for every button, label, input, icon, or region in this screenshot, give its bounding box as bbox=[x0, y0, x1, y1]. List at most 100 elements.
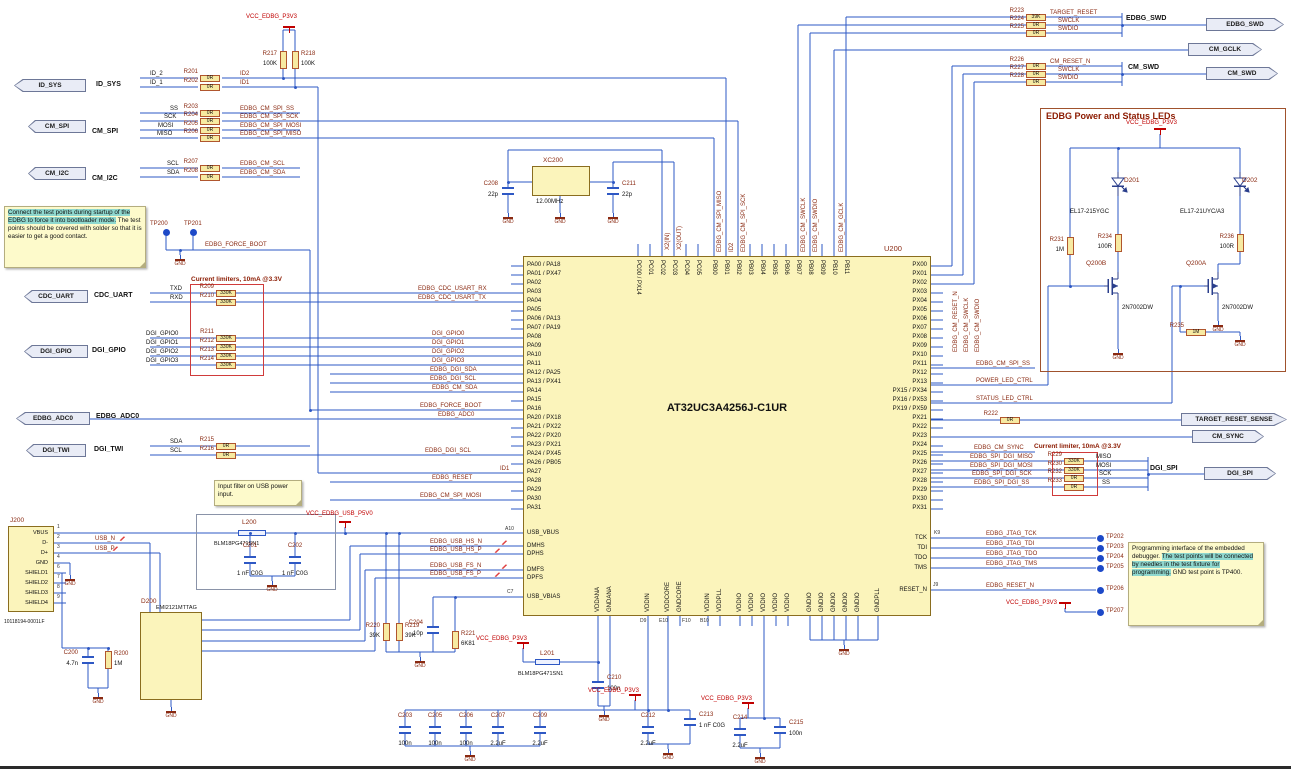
fet-Q200A[interactable] bbox=[1204, 272, 1222, 300]
resistor-R224[interactable] bbox=[1026, 22, 1046, 29]
resistor-R222[interactable] bbox=[1000, 417, 1020, 424]
resistor-R208[interactable] bbox=[200, 174, 220, 181]
note-2[interactable]: Input filter on USB power input. bbox=[214, 480, 302, 506]
capacitor-C201[interactable] bbox=[244, 556, 256, 564]
capacitor-C205[interactable] bbox=[429, 726, 441, 734]
testpoint-TP202[interactable] bbox=[1096, 534, 1104, 542]
resistor-R209[interactable] bbox=[216, 290, 236, 297]
capacitor-C203[interactable] bbox=[399, 726, 411, 734]
resistor-R232[interactable] bbox=[1064, 475, 1084, 482]
net-label: EDBG_CM_SPI_MOSI bbox=[240, 123, 302, 129]
connector-pin-name: SHIELD3 bbox=[25, 590, 48, 596]
note-3[interactable]: Programming interface of the embedded de… bbox=[1128, 542, 1264, 626]
capacitor-C202[interactable] bbox=[289, 556, 301, 564]
led-D202[interactable] bbox=[1232, 172, 1248, 196]
port-edbg_swd[interactable]: EDBG_SWD bbox=[1206, 18, 1284, 31]
resistor-R236[interactable] bbox=[1236, 234, 1244, 252]
resistor-R220[interactable] bbox=[382, 623, 390, 641]
ic-pin-name: PX04 bbox=[912, 298, 927, 304]
pin-number: C7 bbox=[507, 589, 514, 595]
testpoint-TP203[interactable] bbox=[1096, 544, 1104, 552]
testpoint-TP201[interactable] bbox=[189, 228, 197, 236]
port-target_reset_sense[interactable]: TARGET_RESET_SENSE bbox=[1181, 413, 1287, 426]
testpoint-TP207[interactable] bbox=[1096, 608, 1104, 616]
capacitor-C204[interactable] bbox=[427, 626, 439, 634]
port-cm_sync[interactable]: CM_SYNC bbox=[1192, 430, 1264, 443]
gnd-stem bbox=[759, 753, 761, 757]
resistor-R214[interactable] bbox=[216, 362, 236, 369]
testpoint-TP200[interactable] bbox=[162, 228, 170, 236]
value-label: 0R bbox=[206, 110, 214, 116]
resistor-R233[interactable] bbox=[1064, 484, 1084, 491]
resistor-R219[interactable] bbox=[395, 623, 403, 641]
capacitor-C207[interactable] bbox=[492, 726, 504, 734]
resistor-R223[interactable] bbox=[1026, 14, 1046, 21]
capacitor-C209[interactable] bbox=[534, 726, 546, 734]
power-port-bar bbox=[742, 702, 754, 704]
inductor-L201[interactable] bbox=[535, 659, 560, 665]
resistor-R215[interactable] bbox=[216, 443, 236, 450]
port-cm_i2c[interactable]: CM_I2C bbox=[28, 167, 86, 180]
port-cm_gclk[interactable]: CM_GCLK bbox=[1188, 43, 1262, 56]
resistor-R207[interactable] bbox=[200, 165, 220, 172]
wire-junction bbox=[611, 180, 615, 184]
capacitor-C211[interactable] bbox=[607, 187, 619, 195]
capacitor-C214[interactable] bbox=[734, 728, 746, 736]
resistor-R229[interactable] bbox=[1064, 458, 1084, 465]
resistor-R217[interactable] bbox=[279, 51, 287, 69]
resistor-R235[interactable] bbox=[1186, 329, 1206, 336]
signal-name: MOSI bbox=[158, 123, 174, 129]
resistor-R212[interactable] bbox=[216, 344, 236, 351]
resistor-R226[interactable] bbox=[1026, 63, 1046, 70]
resistor-R234[interactable] bbox=[1114, 234, 1122, 252]
resistor-R230[interactable] bbox=[1064, 467, 1084, 474]
port-cdc_uart[interactable]: CDC_UART bbox=[24, 290, 88, 303]
resistor-R200[interactable] bbox=[104, 651, 112, 669]
resistor-R221[interactable] bbox=[451, 631, 459, 649]
port-cm_swd[interactable]: CM_SWD bbox=[1206, 67, 1278, 80]
testpoint-TP206[interactable] bbox=[1096, 586, 1104, 594]
resistor-R205[interactable] bbox=[200, 127, 220, 134]
refdes-label: R205 bbox=[183, 121, 198, 127]
resistor-R203[interactable] bbox=[200, 110, 220, 117]
signal-name: DGI_GPIO0 bbox=[146, 331, 179, 337]
crystal-xc200[interactable] bbox=[532, 166, 590, 196]
resistor-R218[interactable] bbox=[291, 51, 299, 69]
testpoint-TP205[interactable] bbox=[1096, 564, 1104, 572]
resistor-R231[interactable] bbox=[1066, 237, 1074, 255]
port-dgi_twi[interactable]: DGI_TWI bbox=[26, 444, 86, 457]
refdes-label: R216 bbox=[199, 446, 214, 452]
resistor-R216[interactable] bbox=[216, 452, 236, 459]
port-dgi_gpio[interactable]: DGI_GPIO bbox=[24, 345, 88, 358]
testpoint-TP204[interactable] bbox=[1096, 554, 1104, 562]
resistor-R225[interactable] bbox=[1026, 30, 1046, 37]
port-cm_spi[interactable]: CM_SPI bbox=[28, 120, 86, 133]
capacitor-C215[interactable] bbox=[774, 726, 786, 734]
capacitor-C210[interactable] bbox=[592, 681, 604, 689]
mcu-u200-body[interactable] bbox=[523, 256, 931, 616]
capacitor-C206[interactable] bbox=[460, 726, 472, 734]
note-1[interactable]: Connect the test points during startup o… bbox=[4, 206, 146, 268]
ic-pin-name: PA15 bbox=[527, 397, 542, 403]
port-id_sys[interactable]: ID_SYS bbox=[14, 79, 86, 92]
led-D201[interactable] bbox=[1110, 172, 1126, 196]
resistor-R211[interactable] bbox=[216, 335, 236, 342]
port-dgi_spi[interactable]: DGI_SPI bbox=[1204, 467, 1276, 480]
resistor-R228[interactable] bbox=[1026, 79, 1046, 86]
port-edbg_adc0[interactable]: EDBG_ADC0 bbox=[16, 412, 90, 425]
capacitor-C200[interactable] bbox=[82, 656, 94, 664]
capacitor-C212[interactable] bbox=[642, 726, 654, 734]
resistor-R206[interactable] bbox=[200, 135, 220, 142]
resistor-R210[interactable] bbox=[216, 299, 236, 306]
inductor-L200[interactable] bbox=[238, 530, 266, 536]
fet-Q200B[interactable] bbox=[1104, 272, 1122, 300]
emi-filter-d200[interactable] bbox=[140, 612, 202, 700]
capacitor-C208[interactable] bbox=[502, 187, 514, 195]
resistor-R227[interactable] bbox=[1026, 71, 1046, 78]
resistor-R213[interactable] bbox=[216, 353, 236, 360]
resistor-R202[interactable] bbox=[200, 84, 220, 91]
resistor-R204[interactable] bbox=[200, 118, 220, 125]
capacitor-C213[interactable] bbox=[684, 718, 696, 726]
connector-J200[interactable] bbox=[8, 526, 54, 612]
resistor-R201[interactable] bbox=[200, 75, 220, 82]
